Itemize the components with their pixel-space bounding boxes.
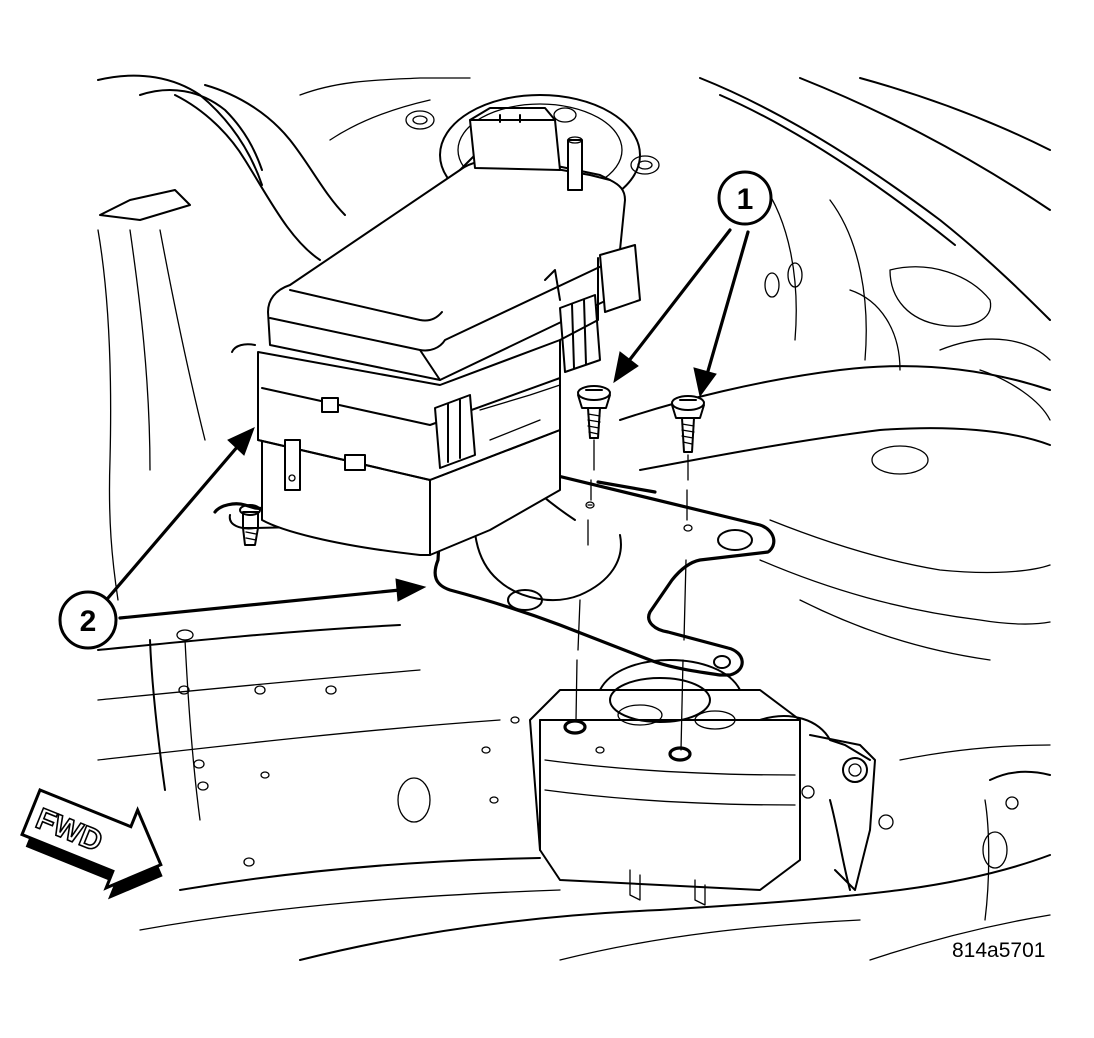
callout-1-label: 1 bbox=[737, 183, 754, 216]
fwd-arrow-shape bbox=[20, 788, 163, 891]
callout-1-circle bbox=[717, 170, 773, 226]
mounting-screws bbox=[575, 385, 705, 751]
callout-2: 2 bbox=[58, 590, 118, 650]
leader-lines bbox=[106, 228, 750, 620]
callout-2-label: 2 bbox=[80, 605, 97, 638]
callout-2-circle bbox=[58, 590, 118, 650]
lower-mounting-base bbox=[529, 659, 876, 906]
fwd-direction-badge: FWD bbox=[20, 788, 163, 900]
figure-id: 814a5701 bbox=[952, 939, 1045, 962]
screw-right bbox=[671, 395, 705, 453]
vehicle-body-background bbox=[97, 74, 1051, 961]
power-distribution-center bbox=[231, 107, 641, 556]
callout-1: 1 bbox=[717, 170, 773, 226]
screw-left bbox=[577, 385, 611, 439]
